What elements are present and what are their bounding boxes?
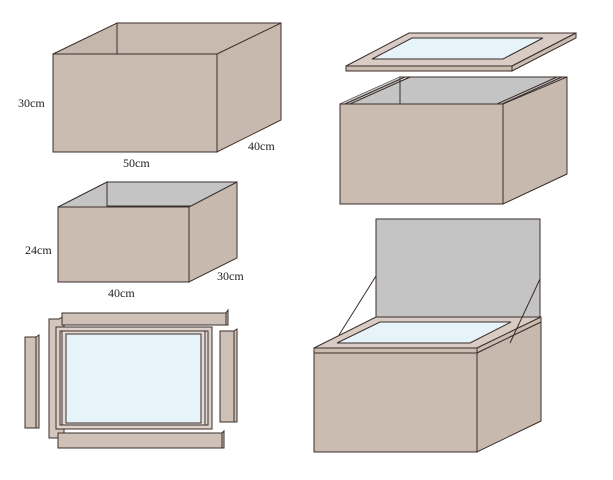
inner-height-label: 24cm <box>25 243 52 257</box>
outer-width-label: 50cm <box>123 156 150 170</box>
inner-width-label: 40cm <box>108 286 135 300</box>
frame-exploded <box>24 308 238 449</box>
lid-and-box <box>339 32 577 205</box>
inner-depth-label: 30cm <box>217 269 244 283</box>
outer-box <box>52 22 282 153</box>
inner-box <box>57 181 238 283</box>
outer-depth-label: 40cm <box>248 139 275 153</box>
outer-height-label: 30cm <box>18 96 45 110</box>
final-oven <box>313 218 542 453</box>
